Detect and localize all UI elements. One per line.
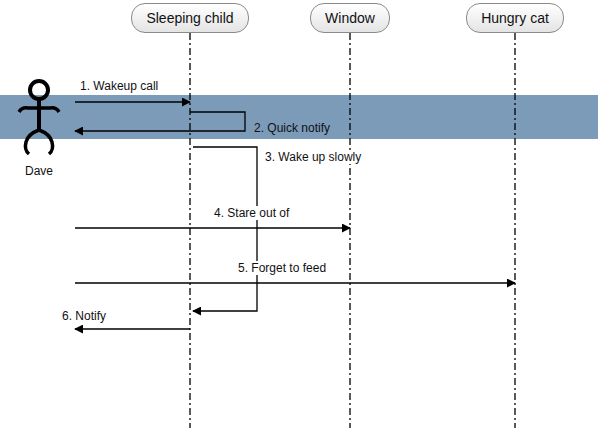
actor-name: Dave (16, 164, 62, 178)
actor: Dave (16, 78, 62, 178)
participant-name: Hungry cat (481, 10, 549, 26)
participant-name: Window (325, 10, 375, 26)
message-label: 4. Stare out of (212, 206, 291, 220)
lifeline (514, 33, 515, 428)
lifeline-header: Window (310, 3, 390, 33)
message-label: 5. Forget to feed (236, 261, 328, 275)
lifeline (189, 33, 190, 428)
highlight-band (0, 95, 598, 139)
lifeline (349, 33, 350, 428)
message-label: 2. Quick notify (252, 121, 332, 135)
message-arrow (75, 101, 190, 102)
message-label: 6. Notify (60, 309, 108, 323)
message-label: 3. Wake up slowly (263, 150, 363, 164)
message-arrow (75, 112, 245, 131)
participant-name: Sleeping child (146, 10, 233, 26)
lifeline-header: Sleeping child (131, 3, 249, 33)
message-label: 1. Wakeup call (78, 79, 160, 93)
message-arrow (193, 147, 257, 311)
message-arrow (75, 282, 515, 283)
lifeline-header: Hungry cat (466, 3, 564, 33)
stick-figure (16, 78, 62, 158)
message-arrow (75, 227, 350, 228)
message-arrow (75, 328, 190, 329)
